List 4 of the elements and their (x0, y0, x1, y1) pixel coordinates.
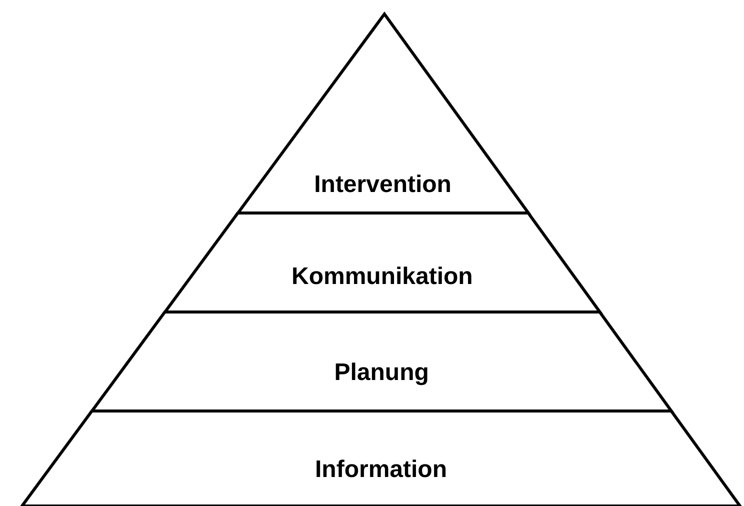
tier-label: Information (314, 456, 448, 484)
tier-label: Kommunikation (290, 263, 474, 291)
tier-label: Intervention (313, 171, 452, 199)
tier-label: Planung (333, 359, 430, 387)
